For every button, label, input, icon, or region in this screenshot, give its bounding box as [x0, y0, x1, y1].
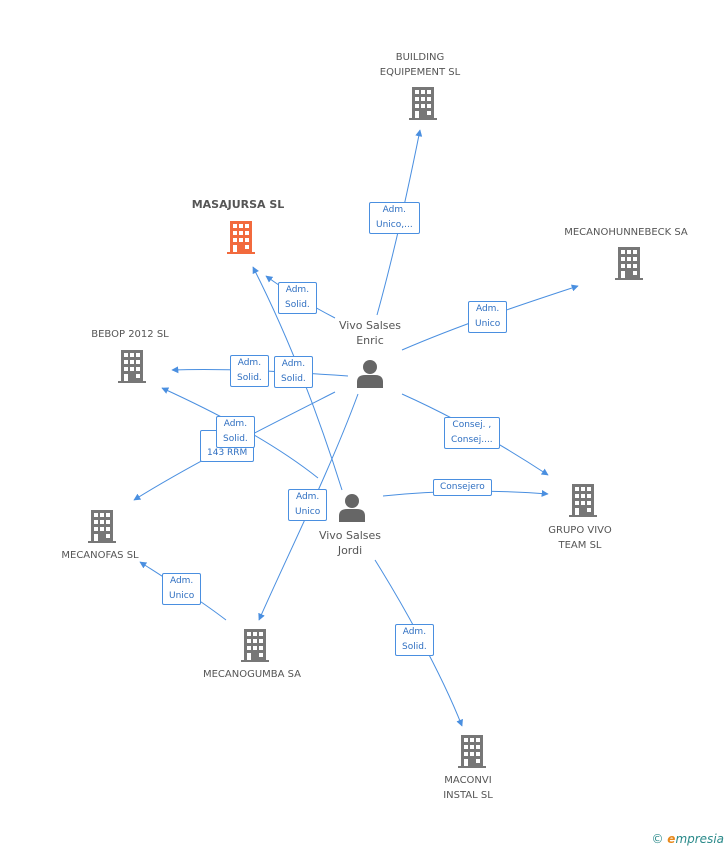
brand-footer: © empresia: [651, 832, 724, 846]
building-icon[interactable]: [118, 350, 146, 383]
building-icon[interactable]: [569, 484, 597, 517]
company-label-maconvi[interactable]: MACONVI INSTAL SL: [443, 775, 493, 801]
edge-label-enric-bebop: Adm. Solid.: [230, 355, 269, 387]
company-label-masajursa[interactable]: MASAJURSA SL: [191, 198, 285, 211]
building-icon[interactable]: [615, 247, 643, 280]
building-icon[interactable]: [241, 629, 269, 662]
company-label-mecanofas[interactable]: MECANOFAS SL: [61, 550, 139, 561]
person-icon[interactable]: [339, 494, 365, 522]
edge-label-jordi-bebop: Adm. Solid.: [274, 356, 313, 388]
edge-label-enric-masajursa: Adm. Solid.: [278, 282, 317, 314]
building-icon[interactable]: [409, 87, 437, 120]
company-label-bebop[interactable]: BEBOP 2012 SL: [91, 329, 169, 340]
empresia-logo-letter: e: [667, 832, 676, 846]
edge-label-jordi-maconvi: Adm. Solid.: [395, 624, 434, 656]
person-label-enric[interactable]: Vivo Salses Enric: [338, 319, 402, 347]
edge-label-enric-building: Adm. Unico,...: [369, 202, 420, 234]
company-label-mecanogumba[interactable]: MECANOGUMBA SA: [202, 669, 302, 680]
company-label-grupovivo[interactable]: GRUPO VIVO TEAM SL: [548, 525, 612, 551]
company-label-building[interactable]: BUILDING EQUIPEMENT SL: [379, 52, 461, 78]
edge-label-enric-mecanohunnebeck: Adm. Unico: [468, 301, 508, 333]
edge-label-jordi-grupovivo: Consejero: [433, 479, 492, 496]
edges: [133, 129, 579, 727]
building-icon[interactable]: [88, 510, 116, 543]
copyright-icon: ©: [651, 832, 664, 846]
person-icon[interactable]: [357, 360, 383, 388]
edge-label-enric-grupovivo: Consej. , Consej....: [444, 417, 500, 449]
building-icon[interactable]: [227, 221, 255, 254]
person-label-jordi[interactable]: Vivo Salses Jordi: [318, 529, 382, 557]
edge-label-jordi-masajursa: Adm. Solid.: [216, 416, 255, 448]
edge-label-enric-mecanogumba: Adm. Unico: [288, 489, 328, 521]
building-icon[interactable]: [458, 735, 486, 768]
edge-label-mecanogumba-mecanofas: Adm. Unico: [162, 573, 202, 605]
empresia-logo-text: mpresia: [675, 832, 724, 846]
company-label-mecanohunnebeck[interactable]: MECANOHUNNEBECK SA: [564, 227, 688, 238]
